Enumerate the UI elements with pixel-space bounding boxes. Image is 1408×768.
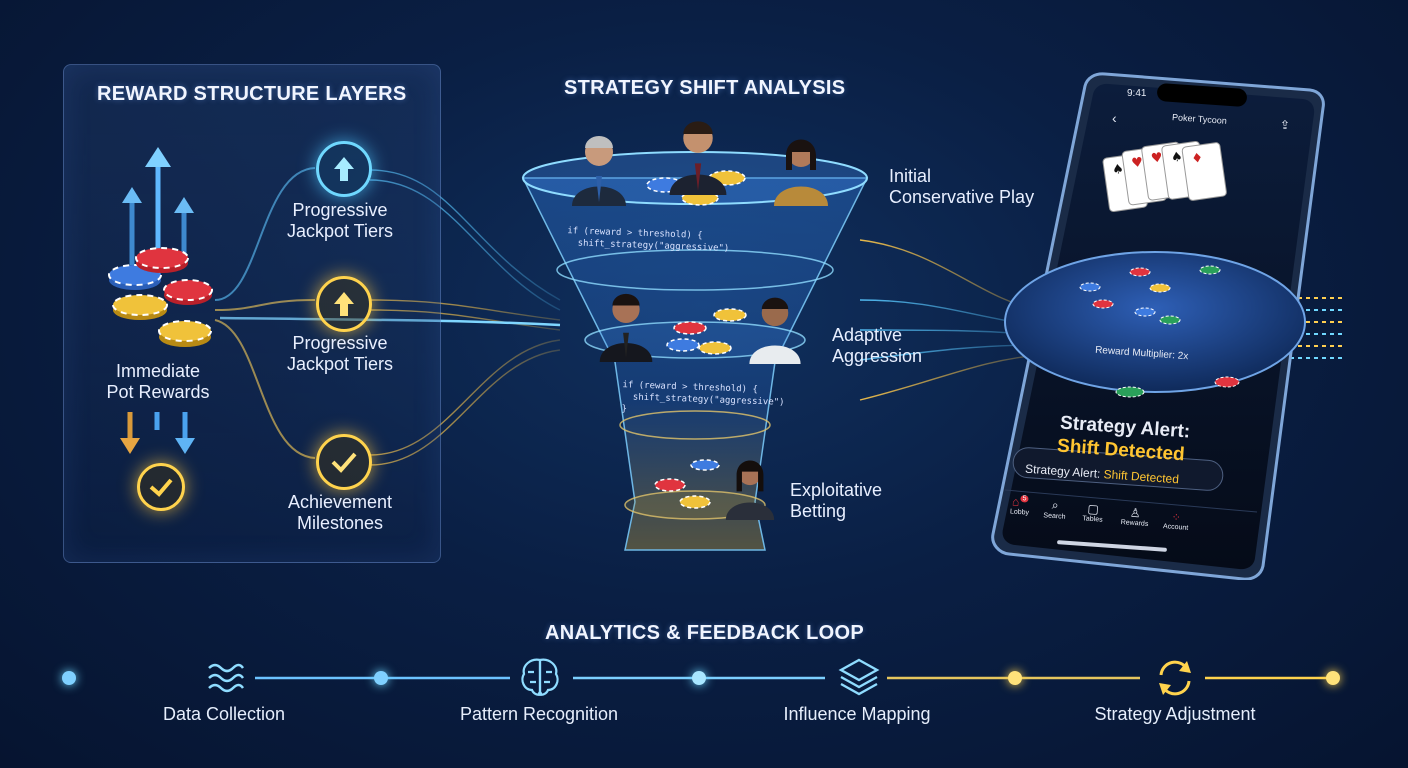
nav-search[interactable]: ⌕ Search (1039, 497, 1070, 521)
nav-tables[interactable]: ▢ Tables (1076, 501, 1109, 524)
arrow-up-icon (316, 141, 372, 197)
stage-label-exploitative: Exploitative Betting (790, 480, 883, 521)
nav-rewards[interactable]: ♙ Rewards (1117, 505, 1152, 528)
timeline-node (1008, 671, 1022, 685)
back-chevron-icon[interactable]: ‹ (1112, 110, 1117, 126)
check-icon (316, 434, 372, 490)
layer-label-2: Progressive Jackpot Tiers (286, 333, 394, 374)
phone-status-time: 9:41 (1127, 88, 1147, 99)
person-avatar (572, 136, 626, 206)
code-snippet-middle: if (reward > threshold) { shift_strategy… (621, 380, 785, 415)
strategy-shift-title: STRATEGY SHIFT ANALYSIS (564, 77, 846, 99)
timeline-node (374, 671, 388, 685)
check-icon (137, 463, 185, 511)
arrow-up-icon (316, 276, 372, 332)
svg-text:♥: ♥ (1131, 155, 1145, 171)
stage-label-adaptive: Adaptive Aggression (832, 325, 923, 366)
timeline-node (692, 671, 706, 685)
reward-structure-title: REWARD STRUCTURE LAYERS (97, 83, 407, 105)
step-label-strategy-adjustment: Strategy Adjustment (1094, 704, 1256, 724)
nav-lobby[interactable]: ⌂5 Lobby (1004, 494, 1035, 517)
person-avatar (725, 460, 775, 520)
timeline-node (62, 671, 76, 685)
nav-badge: 5 (1020, 495, 1029, 503)
layer-label-3: Achievement Milestones (287, 492, 393, 533)
person-avatar (599, 293, 653, 362)
analytics-loop-title: ANALYTICS & FEEDBACK LOOP (545, 622, 865, 644)
step-label-data-collection: Data Collection (162, 704, 286, 724)
step-label-pattern-recognition: Pattern Recognition (459, 704, 619, 724)
layer-label-1: Progressive Jackpot Tiers (286, 200, 394, 241)
cycle-arrows-icon (1159, 660, 1191, 696)
person-avatar (774, 139, 828, 206)
poker-chips-icon (108, 247, 213, 347)
share-icon[interactable]: ⇪ (1280, 118, 1291, 132)
svg-text:♠: ♠ (1111, 162, 1125, 178)
smartphone-mockup: ♠ ♥ ♥ ♠ ♦ (991, 72, 1325, 580)
stage-label-initial: Initial Conservative Play (889, 166, 1035, 207)
svg-text:♦: ♦ (1191, 151, 1205, 167)
immediate-pot-rewards-label: Immediate Pot Rewards (106, 361, 210, 402)
step-label-influence-mapping: Influence Mapping (783, 704, 931, 724)
layers-icon (838, 658, 880, 696)
data-waves-icon (208, 663, 245, 693)
person-avatar (749, 297, 801, 364)
down-arrows-icon (120, 412, 195, 454)
timeline-node (1326, 671, 1340, 685)
person-avatar (669, 121, 727, 195)
brain-icon (521, 658, 559, 696)
svg-text:♠: ♠ (1170, 149, 1184, 165)
nav-account[interactable]: ⁘ Account (1157, 510, 1194, 532)
svg-text:♥: ♥ (1150, 150, 1164, 166)
